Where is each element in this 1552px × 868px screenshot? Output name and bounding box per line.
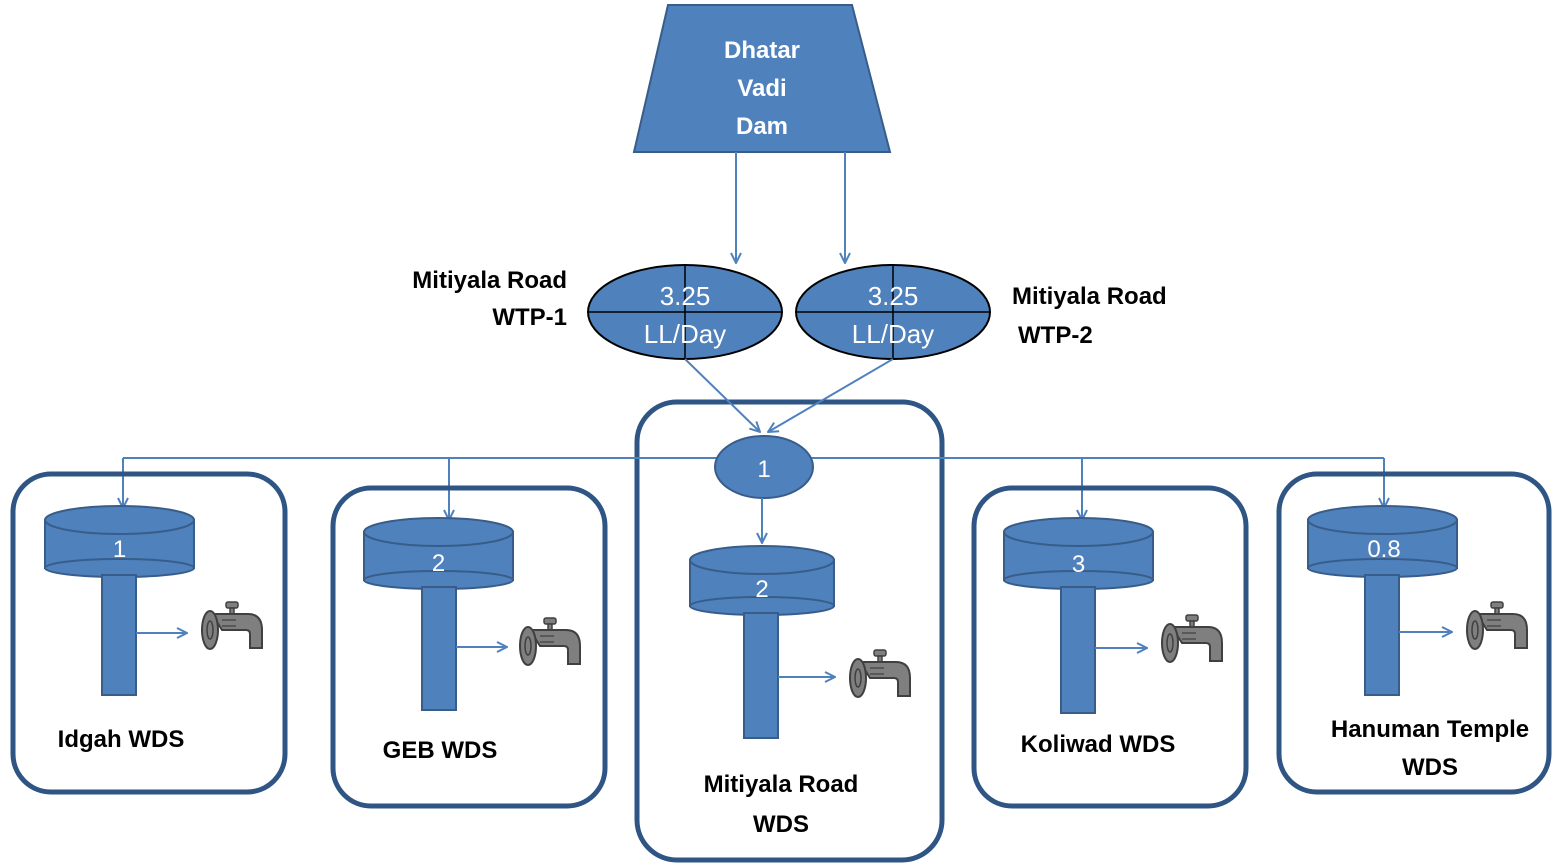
wds-box-1 [10,471,288,795]
wds-box-3 [634,399,945,863]
wds-1-tank: 1 [44,505,195,696]
wtp-2-name-line-2: WTP-2 [1018,322,1093,349]
water-tap-icon [1466,601,1528,650]
wds-3-tank: 2 [689,545,835,739]
wds-1-capacity: 1 [113,536,126,563]
dam-node: Dhatar Vadi Dam [632,4,892,153]
wtp-1-name-line-2: WTP-1 [492,304,567,331]
wds-5-name-line-1: Hanuman Temple [1331,716,1529,743]
water-tap-icon [1161,614,1223,663]
wds-3-name-line-2: WDS [753,811,809,838]
sump-node: 1 [714,435,814,499]
arrow-wtp1-to-sump [684,358,760,432]
wtp-2-capacity: 3.25 [868,281,919,311]
wtp-1-name-line-1: Mitiyala Road [412,267,567,294]
water-tap-icon [201,601,263,650]
wds-3-capacity: 2 [755,576,768,603]
dam-label-line-1: Dhatar [724,37,800,64]
wtp-1-unit: LL/Day [644,319,726,349]
wds-5-tank: 0.8 [1307,505,1458,696]
wtp-1-capacity: 3.25 [660,281,711,311]
wds-2-tank: 2 [363,517,514,711]
wds-box-5 [1276,471,1552,795]
wds-2-name-line-1: GEB WDS [383,737,498,764]
wtp-2-node: 3.25 LL/Day [795,264,991,360]
water-tap-icon [849,649,911,698]
wds-3-name-line-1: Mitiyala Road [704,771,859,798]
dam-label-line-3: Dam [736,113,788,140]
wtp-1-node: 3.25 LL/Day [587,264,783,360]
sump-capacity: 1 [757,456,770,483]
arrow-wtp2-to-sump [768,358,894,432]
wtp-2-name-line-1: Mitiyala Road [1012,283,1167,310]
wtp-2-unit: LL/Day [852,319,934,349]
wds-box-2 [330,485,608,809]
wds-5-capacity: 0.8 [1367,536,1400,563]
wds-1-name-line-1: Idgah WDS [58,726,185,753]
wds-5-name-line-2: WDS [1402,754,1458,781]
wds-4-capacity: 3 [1072,551,1085,578]
wds-4-tank: 3 [1003,517,1154,714]
dam-label-line-2: Vadi [737,75,786,102]
wds-4-name-line-1: Koliwad WDS [1021,731,1176,758]
wds-box-4 [971,485,1249,809]
water-tap-icon [519,617,581,666]
wds-2-capacity: 2 [432,550,445,577]
